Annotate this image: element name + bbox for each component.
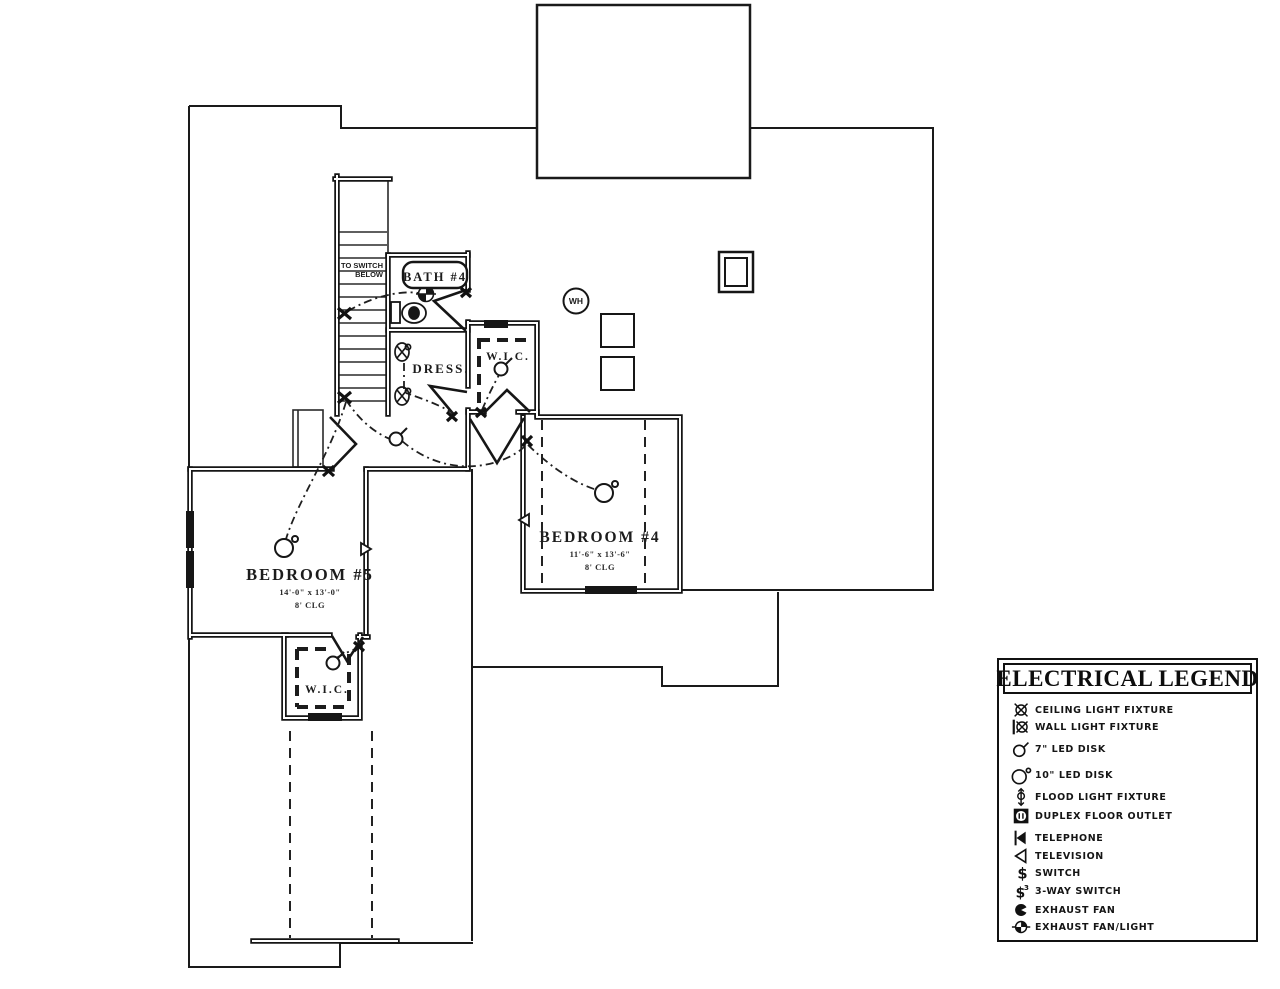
led-disk-7-icon [325,651,345,671]
svg-text:8' CLG: 8' CLG [585,562,615,572]
legend-row: CEILING LIGHT FIXTURE [1009,701,1174,719]
legend-row: $ 3 3-WAY SWITCH [1009,881,1121,901]
legend-row: WALL LIGHT FIXTURE [1009,718,1159,736]
bedroom4-door [468,417,526,466]
doors [329,288,531,664]
led-disk-7-icon [388,427,408,447]
svg-text:8' CLG: 8' CLG [295,600,325,610]
bedroom4-window [585,586,637,594]
switch-icon [336,390,353,405]
led-disks [274,357,619,671]
svg-text:11'-6" x 13'-6": 11'-6" x 13'-6" [570,549,631,559]
television-icon [360,541,373,557]
switch-icon [321,464,336,478]
legend-row: $ SWITCH [1009,863,1081,883]
hall-closet [292,409,324,468]
wic-header [484,320,508,328]
ceiling-light-fixture-icon [1009,700,1035,720]
wic-upper-label: W.I.C. [486,351,530,363]
outer-roof-outline [188,3,934,968]
switch-icon [445,410,459,423]
legend-row: EXHAUST FAN [1009,901,1115,919]
chimney-chase [717,250,755,294]
toilet [390,301,427,324]
bedroom5-window [186,511,194,548]
duplex-floor-outlet-icon [1009,806,1035,826]
exhaust-fan-light-icon [416,285,436,303]
dress-label: DRESS. [412,361,469,376]
bedroom4-label: BEDROOM #4 11'-6" x 13'-6" 8' CLG [539,529,660,572]
television-outlets [360,512,530,557]
upper-chimney-block [535,3,752,180]
wic-lower-label: W.I.C. [305,684,349,696]
water-heater-circle [562,287,590,315]
utility-symbols [562,250,755,391]
bedroom5-window [186,551,194,588]
flood-light-fixture-icon [1009,787,1035,807]
bedroom5-label: BEDROOM #5 14'-0" x 13'-0" 8' CLG [246,565,374,610]
three-way-switch-icon: $ 3 [1009,881,1035,901]
electrical-legend-title-box: ELECTRICAL LEGEND [996,663,1258,694]
svg-text:14'-0" x 13'-0": 14'-0" x 13'-0" [279,587,340,597]
switch-icon [352,640,366,653]
wall-light-icon [394,386,412,406]
svg-text:$: $ [1017,866,1027,883]
stair-note-line1: TO SWITCH [341,261,383,270]
wic5-header [308,713,342,721]
switches [321,286,534,653]
led-disk-10-icon [1009,765,1035,785]
television-icon [1009,846,1035,866]
staircase [339,179,389,412]
chase-square [600,356,635,391]
legend-row: FLOOD LIGHT FIXTURE [1009,787,1166,807]
led-disk-10-icon [594,480,619,503]
svg-text:$: $ [1016,885,1026,901]
exhaust-fan-light-icon [1009,917,1035,937]
svg-text:BATH #4: BATH #4 [403,270,467,284]
windows [186,320,637,721]
switch-icon: $ [1009,863,1035,883]
electrical-legend-title: ELECTRICAL LEGEND [996,665,1259,691]
bath-label: BATH #4 [401,260,469,290]
water-heater-label: WH [569,296,583,306]
wic-upper-door [483,388,531,414]
svg-text:3: 3 [1024,883,1029,892]
electrical-legend: ELECTRICAL LEGEND CEILING LIGHT FIXTURE … [996,658,1258,942]
wall-light-fixture-icon [1009,717,1035,737]
legend-row: 7" LED DISK [1009,740,1106,758]
exhaust-fan-icon [1009,900,1035,920]
chase-square [600,313,635,348]
legend-row: EXHAUST FAN/LIGHT [1009,918,1154,936]
switch-icon [459,286,473,299]
switch-icon [520,434,534,448]
television-icon [517,512,530,528]
led-disk-7-icon [1009,739,1035,759]
svg-text:BEDROOM #4: BEDROOM #4 [539,529,660,546]
legend-row: DUPLEX FLOOR OUTLET [1009,807,1172,825]
legend-row: TELEPHONE [1009,829,1103,847]
led-disk-7-icon [493,357,513,377]
dress-door [426,384,468,417]
stair-note-line2: BELOW [355,270,384,279]
svg-text:BEDROOM #5: BEDROOM #5 [246,565,374,584]
switch-icon [336,306,353,321]
wall-light-fixtures [394,342,412,406]
closet-shelving [295,338,531,709]
legend-row: 10" LED DISK [1009,765,1113,785]
bedroom5-door [329,416,358,471]
ceiling-break-lines [289,420,646,938]
legend-row: TELEVISION [1009,847,1104,865]
telephone-icon [1009,828,1035,848]
bath-door [431,288,467,332]
wall-light-icon [394,342,412,362]
led-disk-10-icon [274,535,299,558]
switch-icon [474,406,488,419]
